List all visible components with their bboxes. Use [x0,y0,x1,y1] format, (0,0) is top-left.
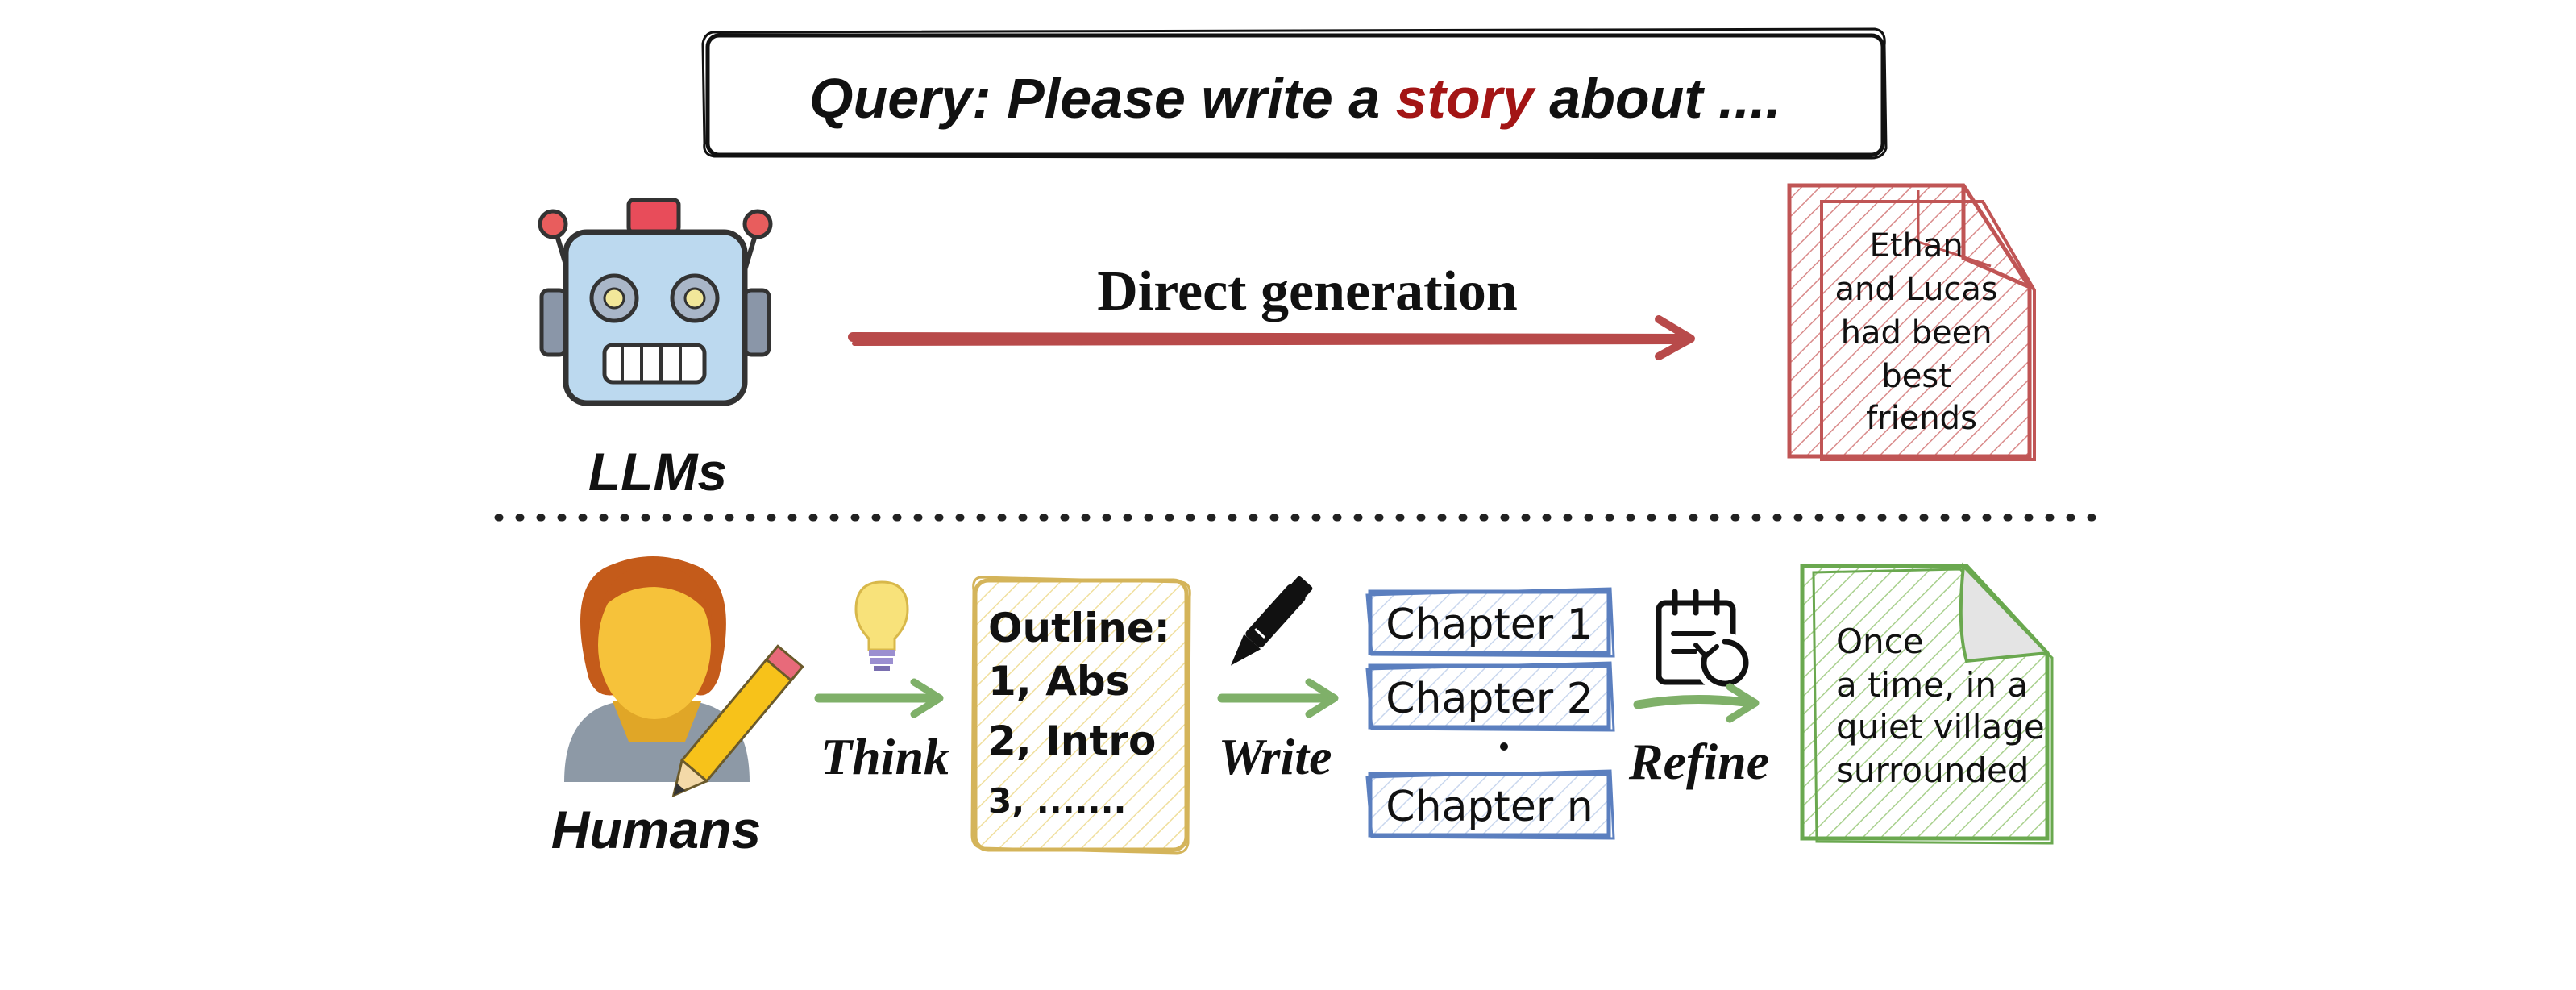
clipboard-refresh-icon [1656,589,1755,693]
think-arrow [814,678,944,718]
refine-arrow [1633,683,1760,723]
human-story-text: Once a time, in a quiet village surround… [1836,622,2055,790]
llms-label: LLMs [588,442,727,501]
query-box: Query: Please write a story about .... [701,27,1888,160]
pen-icon [1230,576,1313,666]
llm-story-document: Ethan and Lucas had been best friends [1787,183,2036,461]
chapter-box-1: Chapter 1 [1365,587,1615,658]
chapter-box-2: Chapter 2 [1365,661,1615,732]
llm-story-text: Ethan and Lucas had been best friends [1835,227,2009,437]
outline-text: Outline: 1, Abs 2, Intro 3, ....... [988,605,1184,821]
think-label: Think [821,728,949,785]
chapter-2-label: Chapter 2 [1386,675,1593,723]
direct-generation-arrow [848,315,1695,360]
refine-label: Refine [1628,733,1769,790]
lightbulb-icon [854,580,909,671]
query-text: Query: Please write a story about .... [809,67,1781,130]
outline-card: Outline: 1, Abs 2, Intro 3, ....... [970,576,1191,855]
chapter-box-n: Chapter n [1365,769,1615,840]
direct-generation-label: Direct generation [1097,260,1518,322]
write-arrow [1217,678,1339,718]
human-story-document: Once a time, in a quiet village surround… [1800,562,2055,845]
humans-label: Humans [551,800,761,859]
write-label: Write [1218,728,1332,785]
chapter-1-label: Chapter 1 [1386,601,1593,649]
ellipsis-dot [1500,742,1508,751]
robot-icon [538,198,773,406]
person-with-pencil-icon [564,556,804,798]
chapter-n-label: Chapter n [1386,783,1593,831]
